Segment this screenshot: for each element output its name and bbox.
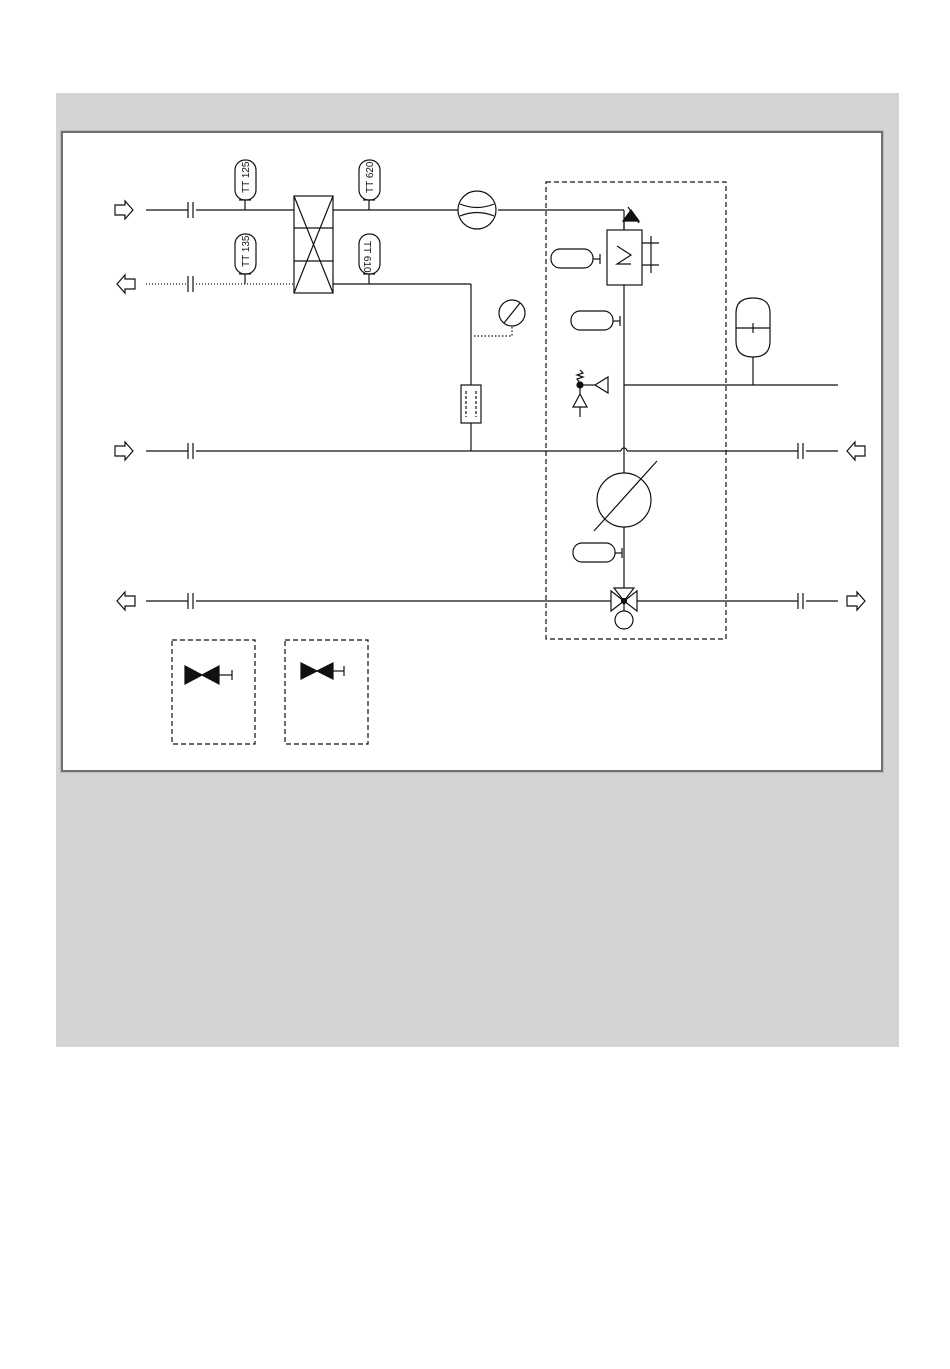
- diagram-frame: TT 125 TT 135 TT 620 TT 610: [61, 131, 883, 772]
- expansion-vessel-icon: [736, 298, 770, 385]
- sensor-label-tt135: TT 135: [241, 235, 252, 267]
- figure-panel: TT 125 TT 135 TT 620 TT 610: [56, 93, 899, 1047]
- module-boundary: [546, 182, 726, 639]
- capsule-sensor-icon: [571, 311, 620, 330]
- union-fitting-icon: [798, 593, 803, 609]
- arrow-out-icon: [847, 592, 865, 610]
- air-vent-icon: [623, 207, 639, 230]
- capsule-sensor-icon: [551, 249, 600, 268]
- sensor-label-tt125: TT 125: [241, 161, 252, 193]
- sensor-tt620: TT 620: [359, 160, 380, 210]
- union-fitting-icon: [188, 443, 193, 459]
- piping-schematic: TT 125 TT 135 TT 620 TT 610: [63, 133, 881, 770]
- union-fitting-icon: [188, 276, 193, 292]
- union-fitting-icon: [798, 443, 803, 459]
- flow-meter-icon: [458, 191, 496, 229]
- return-line-1: [146, 284, 471, 451]
- arrow-out-icon: [117, 592, 135, 610]
- sensor-label-tt610: TT 610: [361, 241, 372, 273]
- valve-option-2: [285, 640, 368, 744]
- supply-line-1: [146, 210, 624, 230]
- heater-element-icon: [607, 230, 659, 285]
- union-fitting-icon: [188, 202, 193, 218]
- arrow-out-icon: [117, 275, 135, 293]
- sensor-tt135: TT 135: [235, 234, 256, 284]
- valve-option-1: [172, 640, 255, 744]
- arrow-in-icon: [115, 442, 133, 460]
- three-way-valve-icon: [611, 588, 637, 629]
- arrow-in-icon: [115, 201, 133, 219]
- sensor-label-tt620: TT 620: [365, 161, 376, 193]
- sensor-tt610: TT 610: [359, 234, 380, 284]
- pressure-gauge-icon: [474, 300, 525, 336]
- arrow-in-icon: [847, 442, 865, 460]
- pump-icon: [594, 461, 657, 531]
- filter-icon: [461, 385, 481, 423]
- sensor-tt125: TT 125: [235, 160, 256, 210]
- safety-valve-icon: [573, 370, 838, 417]
- capsule-sensor-icon: [573, 543, 622, 562]
- union-fitting-icon: [188, 593, 193, 609]
- supply-line-2: [146, 448, 838, 451]
- heat-exchanger-icon: [294, 196, 333, 293]
